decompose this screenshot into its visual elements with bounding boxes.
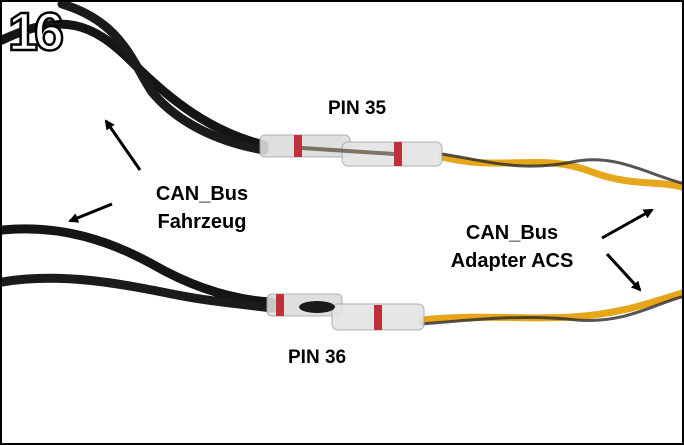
vehicle-label-line2: Fahrzeug (157, 211, 247, 233)
arrow-vehicle-bottom (68, 202, 113, 223)
solder-band-top-2 (394, 142, 402, 166)
vehicle-wire-top-2 (57, 2, 269, 155)
vehicle-wire-bottom-1 (2, 224, 277, 307)
adapter-wire-bottom-black (420, 295, 682, 326)
top-cable-assembly (2, 2, 682, 191)
adapter-wire-bottom-yellow (418, 289, 682, 324)
inner-splice-bottom (299, 301, 335, 313)
pin-36-label: PIN 36 (288, 347, 347, 368)
pin-35-label: PIN 35 (328, 98, 387, 119)
bottom-cable-assembly (2, 224, 682, 331)
arrow-vehicle-top (104, 119, 142, 171)
inner-splice-top (301, 146, 395, 156)
adapter-label-line1: CAN_Bus (465, 222, 559, 244)
solder-band-bottom-2 (374, 305, 382, 330)
vehicle-label-line1: CAN_Bus (155, 183, 249, 205)
vehicle-wire-bottom-2 (2, 273, 277, 313)
shrink-connector-top-1 (259, 134, 351, 158)
adapter-wire-top-black (440, 152, 682, 185)
adapter-label-line2: Adapter ACS (450, 250, 574, 272)
arrow-adapter-top (601, 208, 654, 240)
solder-band-top-1 (294, 135, 302, 157)
step-number: 16 (7, 2, 66, 63)
arrow-adapter-bottom (605, 252, 642, 292)
solder-band-bottom-1 (276, 294, 284, 316)
